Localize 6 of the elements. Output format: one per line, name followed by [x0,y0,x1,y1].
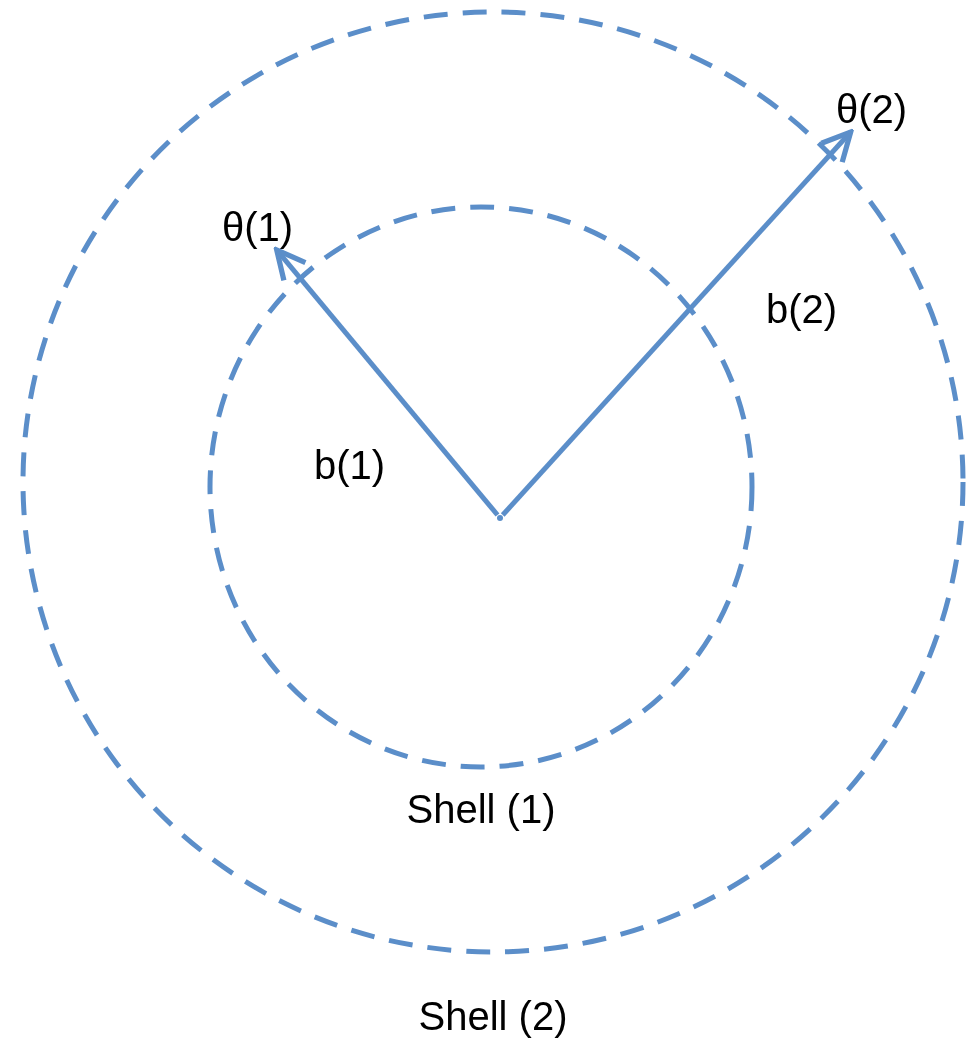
shell-label: Shell (1) [406,787,556,831]
vector-arrow [274,247,500,517]
angle-label: θ(1) [222,204,294,250]
angle-label: θ(2) [836,86,908,132]
vector-arrow [500,129,854,517]
shell-label: Shell (2) [418,994,568,1038]
